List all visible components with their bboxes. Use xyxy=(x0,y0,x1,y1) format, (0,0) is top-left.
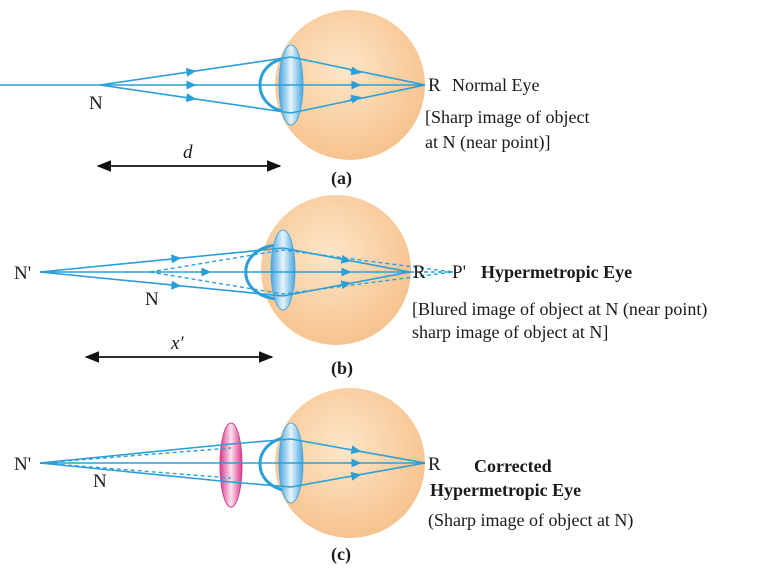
label-near-point: N xyxy=(145,289,159,310)
ray-top xyxy=(99,56,426,86)
light-rays xyxy=(0,56,426,114)
label-new-near-point: N' xyxy=(14,454,31,475)
label-new-near-point: N' xyxy=(14,263,31,284)
arrow-marker xyxy=(339,254,352,264)
label-near-point: N xyxy=(89,93,103,114)
panel-a-title: Normal Eye xyxy=(452,75,539,95)
label-near-point: N xyxy=(93,471,107,492)
arrow-marker xyxy=(349,445,362,455)
panel-a: N R Normal Eye [Sharp image of object at… xyxy=(0,10,589,189)
panel-c-title-2: Hypermetropic Eye xyxy=(430,480,581,500)
panel-c-desc: (Sharp image of object at N) xyxy=(428,510,633,531)
dashed-ray-bottom xyxy=(149,271,454,295)
panel-b-caption: (b) xyxy=(331,358,353,379)
label-retina: R xyxy=(428,454,441,475)
arrow-marker xyxy=(169,254,182,264)
panel-c: N' N R Corrected Hypermetropic Eye (Shar… xyxy=(14,388,633,565)
panel-a-desc-2: at N (near point)] xyxy=(425,132,550,153)
dashed-ray-bottom xyxy=(39,462,232,479)
panel-a-caption: (a) xyxy=(331,168,352,189)
distance-label: d xyxy=(183,142,193,163)
distance-label: x′ xyxy=(170,333,184,354)
arrow-marker xyxy=(349,471,362,481)
panel-c-title-1: Corrected xyxy=(474,456,552,476)
eyeball xyxy=(261,195,411,345)
label-image-point: P' xyxy=(452,262,466,283)
ray-bottom xyxy=(99,84,426,114)
convex-corrective-lens xyxy=(219,422,243,508)
arrow-marker xyxy=(184,93,197,103)
arrow-marker xyxy=(349,66,362,76)
panel-a-desc-1: [Sharp image of object xyxy=(425,107,589,127)
arrow-marker xyxy=(184,67,197,77)
panel-b: N' N R P' Hypermetropic Eye [Blured imag… xyxy=(14,195,707,379)
light-rays xyxy=(39,438,426,488)
panel-c-caption: (c) xyxy=(331,544,351,565)
panel-b-title: Hypermetropic Eye xyxy=(481,262,632,282)
dashed-ray-top xyxy=(149,249,454,273)
arrow-marker xyxy=(339,280,352,290)
panel-b-desc-2: sharp image of object at N] xyxy=(412,322,608,342)
ray-top xyxy=(39,247,411,273)
panel-b-desc-1: [Blured image of object at N (near point… xyxy=(412,299,707,320)
label-retina: R xyxy=(413,262,426,283)
arrow-marker xyxy=(349,94,362,104)
light-rays xyxy=(39,247,454,297)
label-retina: R xyxy=(428,75,441,96)
dashed-ray-top xyxy=(39,447,232,464)
arrow-marker xyxy=(169,280,182,290)
ray-bottom xyxy=(39,271,411,297)
eye-lens xyxy=(270,229,296,311)
